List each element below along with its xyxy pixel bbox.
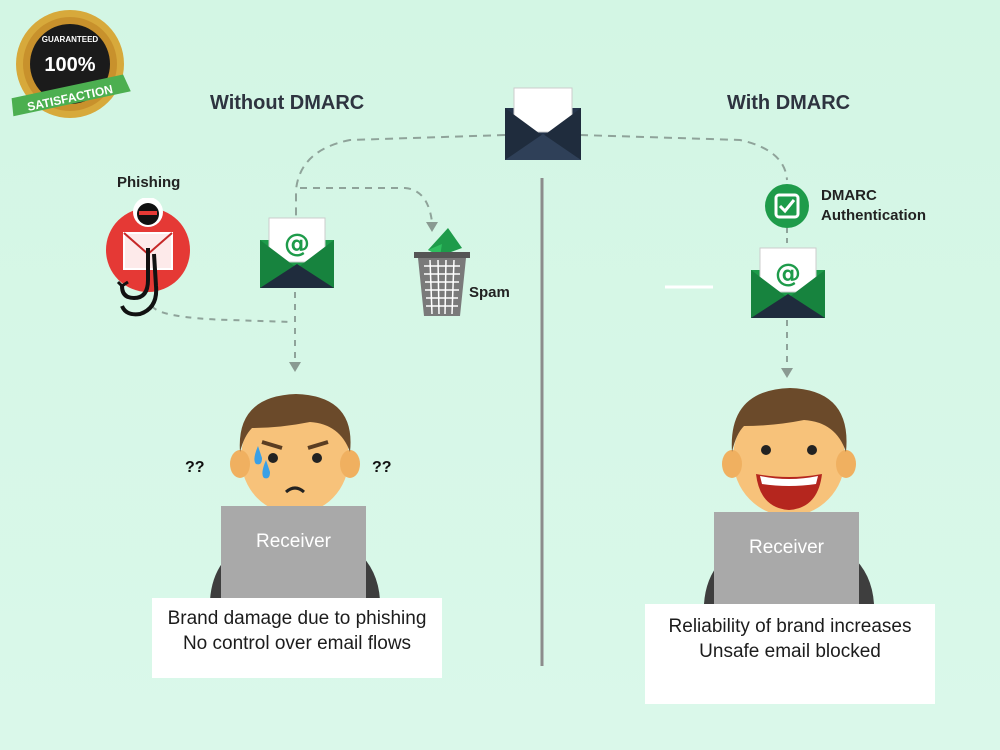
email-envelope-icon-left: @ [260, 217, 334, 288]
caption-with-dmarc: Reliability of brand increases Unsafe em… [645, 604, 935, 704]
receiver-label-right: Receiver [749, 537, 824, 558]
caption-without-dmarc: Brand damage due to phishing No control … [152, 598, 442, 678]
dmarc-check-icon [765, 184, 809, 228]
spam-trash-icon [414, 228, 470, 316]
dmarc-auth-label-line2: Authentication [821, 207, 926, 224]
arrow-head-spam [426, 222, 438, 232]
heading-without-dmarc: Without DMARC [210, 92, 365, 114]
email-envelope-icon-right: @ [751, 247, 825, 318]
question-marks-right: ?? [372, 459, 392, 476]
caption-with-line1: Reliability of brand increases [668, 616, 912, 637]
phishing-hook-icon [106, 198, 190, 317]
sender-envelope-icon [505, 87, 581, 160]
caption-with-line2: Unsafe email blocked [699, 641, 881, 662]
phishing-label: Phishing [117, 174, 181, 191]
arrow-head-left [289, 362, 301, 372]
caption-without-line1: Brand damage due to phishing [167, 608, 427, 629]
laptop-right: Receiver [714, 512, 859, 604]
laptop-left: Receiver [221, 506, 366, 600]
svg-text:@: @ [775, 259, 801, 289]
receiver-label-left: Receiver [256, 531, 331, 552]
satisfaction-badge-icon: GUARANTEED 100% SATISFACTION [11, 10, 131, 118]
dash-top-left [295, 134, 506, 216]
arrow-head-right [781, 368, 793, 378]
badge-top-text: GUARANTEED [42, 35, 99, 44]
caption-without-line2: No control over email flows [182, 633, 412, 654]
svg-text:@: @ [284, 229, 310, 259]
badge-percent-text: 100% [44, 54, 95, 76]
dash-top-right [579, 134, 788, 181]
heading-with-dmarc: With DMARC [727, 92, 851, 114]
question-marks-left: ?? [185, 459, 205, 476]
dash-from-phishing [151, 305, 293, 323]
spam-label: Spam [469, 284, 510, 301]
dmarc-auth-label-line1: DMARC [821, 187, 877, 204]
dash-to-spam [300, 187, 433, 223]
